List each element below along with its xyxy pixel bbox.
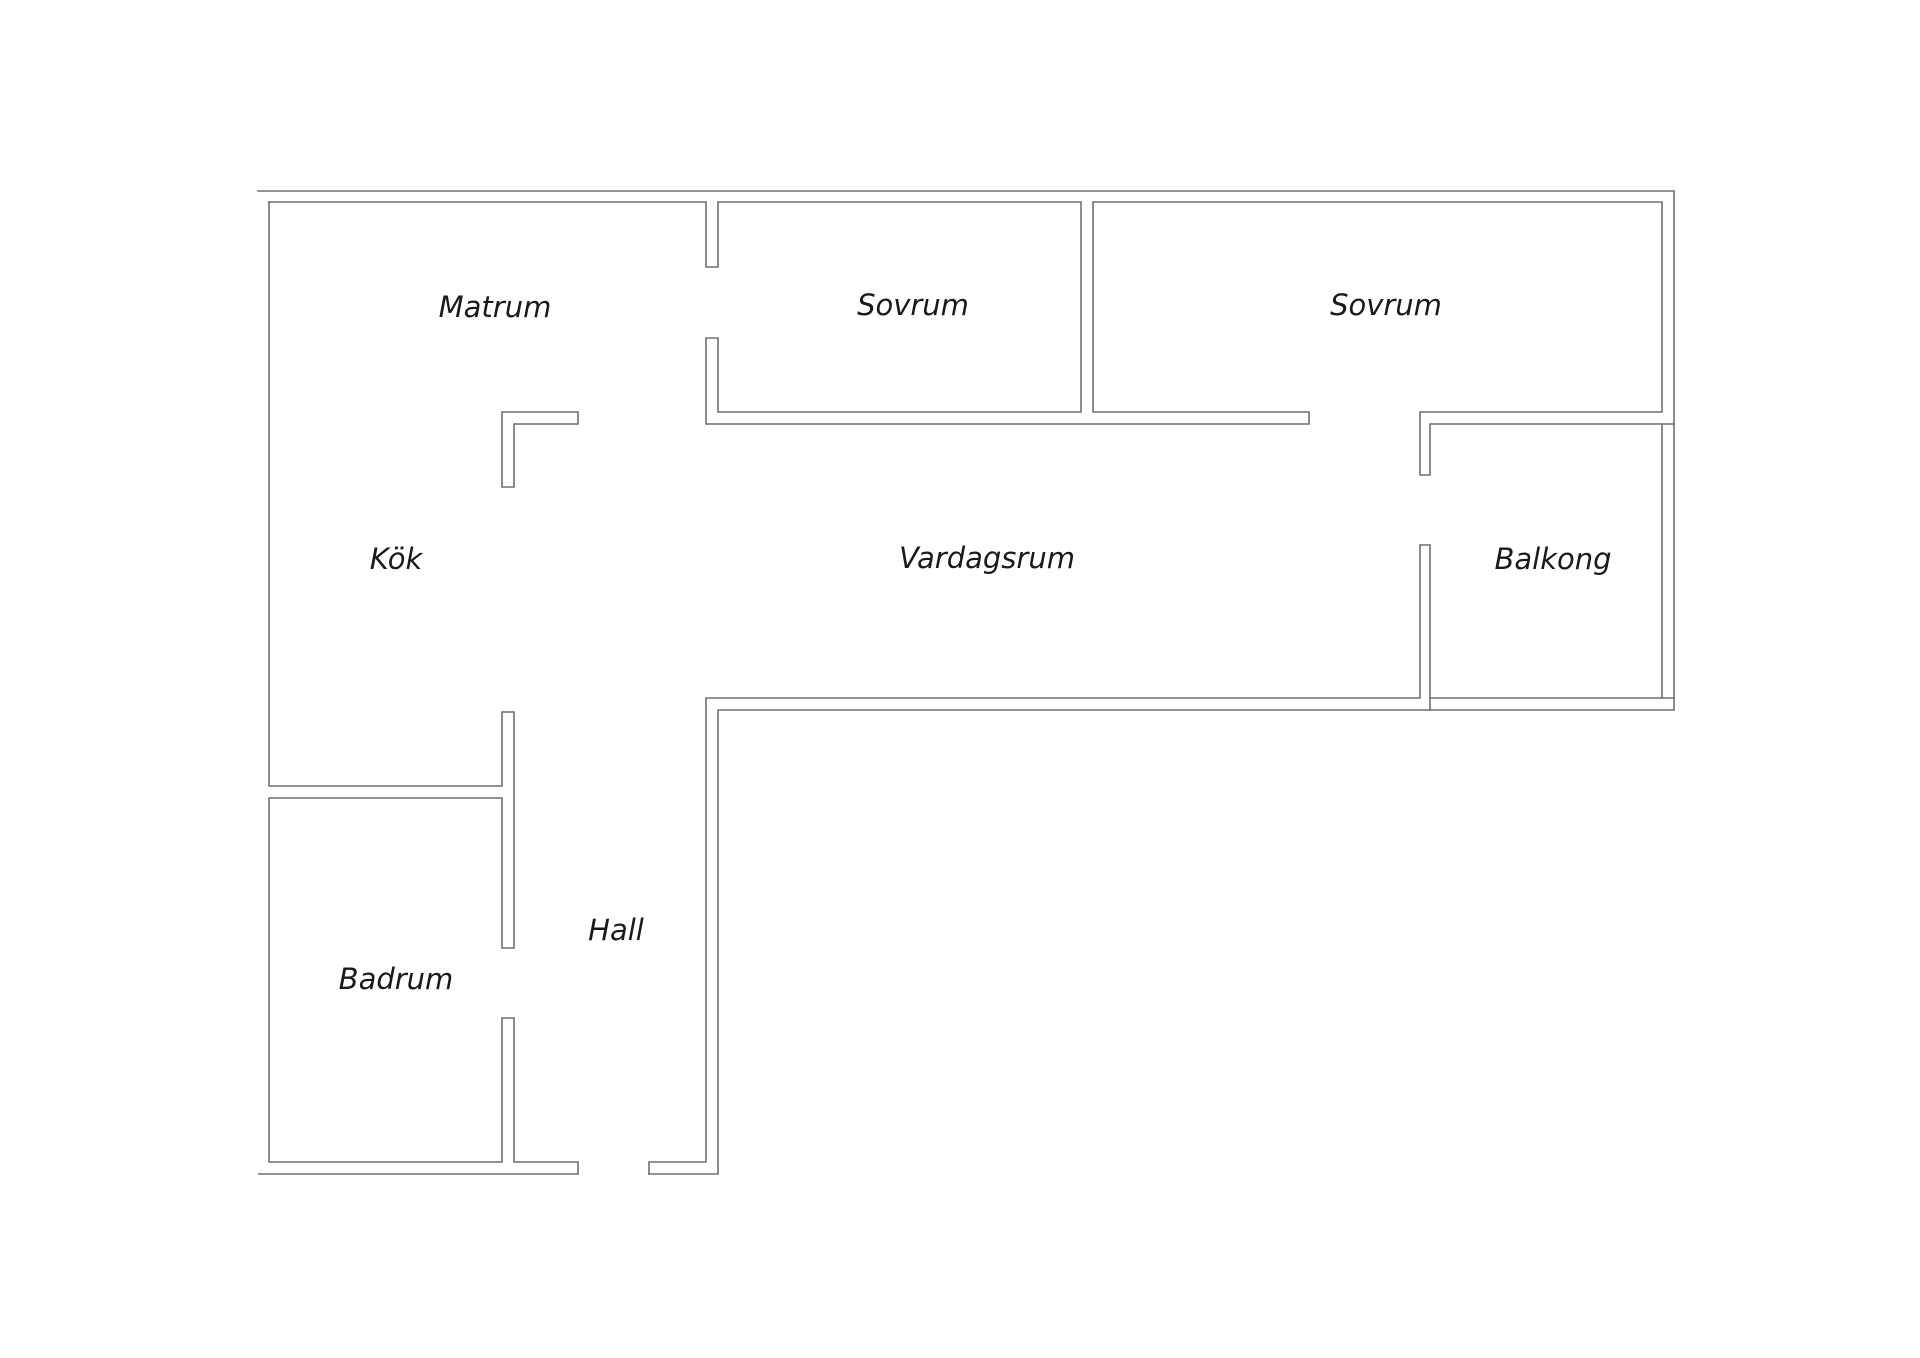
balcony-outer-edge bbox=[1429, 423, 1675, 711]
room-label-sovrum-2: Sovrum bbox=[1330, 288, 1442, 322]
kitchen-corner-stub bbox=[501, 411, 579, 488]
room-label-vardagsrum: Vardagsrum bbox=[899, 541, 1075, 575]
inner-wall-outline bbox=[268, 201, 1663, 1175]
room-label-matrum: Matrum bbox=[439, 290, 552, 324]
outer-wall-outline bbox=[257, 190, 1675, 1175]
room-label-balkong: Balkong bbox=[1494, 542, 1611, 576]
walls bbox=[257, 190, 1675, 1175]
room-label-badrum: Badrum bbox=[339, 962, 454, 996]
kitchen-bathroom-partition bbox=[268, 201, 579, 1175]
room-label-hall: Hall bbox=[588, 913, 644, 947]
room-label-kok: Kök bbox=[370, 542, 424, 576]
room-labels: Matrum Sovrum Sovrum Kök Vardagsrum Balk… bbox=[339, 288, 1612, 996]
room-label-sovrum-1: Sovrum bbox=[857, 288, 969, 322]
